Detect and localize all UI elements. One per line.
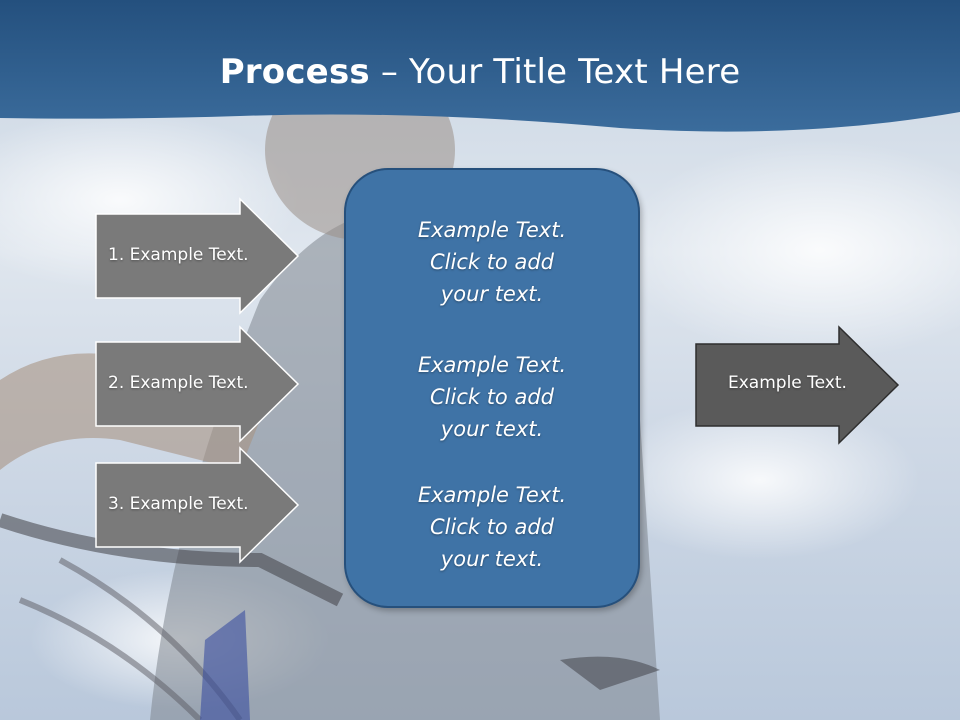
right-arrow-label: Example Text. bbox=[728, 373, 847, 393]
right-arrow[interactable]: Example Text. bbox=[695, 325, 900, 445]
center-paragraph-1: Example Text. Click to add your text. bbox=[346, 214, 638, 310]
arrow-shape bbox=[95, 197, 300, 315]
header-band bbox=[0, 0, 960, 132]
left-arrow-1[interactable]: 1. Example Text. bbox=[95, 197, 300, 315]
paragraph-line: Click to add bbox=[429, 385, 554, 409]
arrow-shape bbox=[695, 325, 900, 445]
paragraph-line: Click to add bbox=[429, 250, 554, 274]
title-rest: – Your Title Text Here bbox=[369, 52, 741, 92]
left-arrow-2[interactable]: 2. Example Text. bbox=[95, 325, 300, 443]
left-arrow-2-label: 2. Example Text. bbox=[108, 373, 249, 393]
paragraph-line: your text. bbox=[440, 547, 544, 571]
paragraph-line: Click to add bbox=[429, 515, 554, 539]
center-paragraph-3: Example Text. Click to add your text. bbox=[346, 479, 638, 575]
center-text-box[interactable]: Example Text. Click to add your text. Ex… bbox=[344, 168, 640, 608]
left-arrow-3-label: 3. Example Text. bbox=[108, 494, 249, 514]
paragraph-line: Example Text. bbox=[417, 218, 567, 242]
title-bold: Process bbox=[219, 52, 370, 92]
center-paragraph-2: Example Text. Click to add your text. bbox=[346, 349, 638, 445]
paragraph-line: your text. bbox=[440, 417, 544, 441]
arrow-shape bbox=[95, 446, 300, 564]
page-title: Process – Your Title Text Here bbox=[0, 52, 960, 92]
paragraph-line: your text. bbox=[440, 282, 544, 306]
arrow-shape bbox=[95, 325, 300, 443]
paragraph-line: Example Text. bbox=[417, 483, 567, 507]
paragraph-line: Example Text. bbox=[417, 353, 567, 377]
left-arrow-3[interactable]: 3. Example Text. bbox=[95, 446, 300, 564]
left-arrow-1-label: 1. Example Text. bbox=[108, 245, 249, 265]
